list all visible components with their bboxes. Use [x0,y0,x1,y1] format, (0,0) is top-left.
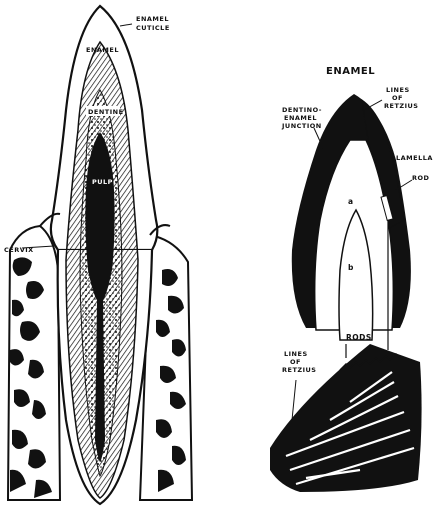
label-letter-b: b [348,263,354,272]
label-dej-1: DENTINO- [282,106,322,114]
label-dej-3: JUNCTION [281,122,322,130]
label-lines-retzius-bottom-1: LINES [284,350,308,358]
label-dej-2: ENAMEL [284,114,317,122]
label-cervix: CERVIX [4,246,34,254]
label-enamel-cuticle-line2: CUTICLE [136,24,170,32]
label-lamella: LAMELLA [396,154,433,162]
label-lines-retzius-top-3: RETZIUS [384,102,418,110]
label-rods: RODS [346,333,372,342]
label-enamel-title: ENAMEL [326,66,375,77]
leader-enamel-cuticle [120,24,132,26]
label-enamel-left: ENAMEL [86,46,119,54]
label-pulp: PULP [92,178,113,186]
label-lines-retzius-bottom-2: OF [290,358,301,366]
label-dentine: DENTINE [88,108,124,116]
label-rod-short: ROD [412,174,430,182]
label-letter-a: a [348,197,354,206]
label-enamel-cuticle-line1: ENAMEL [136,15,169,23]
label-lines-retzius-bottom-3: RETZIUS [282,366,316,374]
tooth-section [8,6,192,504]
label-lines-retzius-top-1: LINES [386,86,410,94]
label-lines-retzius-top-2: OF [392,94,403,102]
